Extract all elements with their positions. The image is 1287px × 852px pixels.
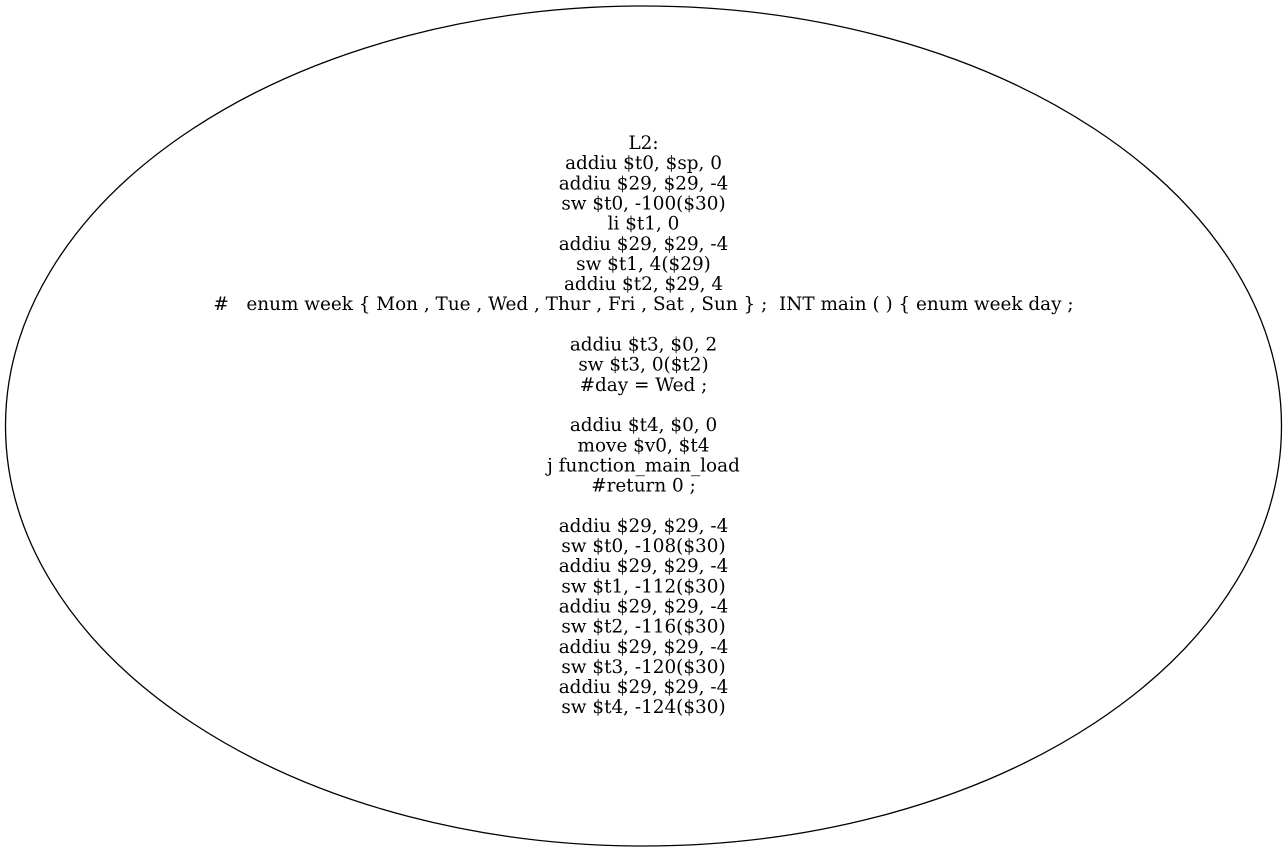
node-text-line: addiu $t3, $0, 2 (570, 335, 717, 356)
node-text-line: #day = Wed ; (580, 375, 708, 396)
node-text-line: # enum week { Mon , Tue , Wed , Thur , F… (213, 294, 1073, 315)
node-text-line: sw $t4, -124($30) (561, 697, 725, 718)
node-text-line: sw $t1, 4($29) (576, 254, 711, 275)
node-text-line: addiu $29, $29, -4 (559, 596, 729, 617)
node-text-line: addiu $t2, $29, 4 (564, 274, 723, 295)
node-text-line: sw $t0, -108($30) (561, 536, 725, 557)
node-text-line: j function_main_load (545, 455, 740, 476)
node-text-line: addiu $29, $29, -4 (559, 516, 729, 537)
node-text-line: #return 0 ; (591, 476, 696, 497)
node-text-line: addiu $29, $29, -4 (559, 173, 729, 194)
node-text-line: addiu $29, $29, -4 (559, 234, 729, 255)
node-text-line: sw $t2, -116($30) (561, 617, 725, 638)
node-text-line: sw $t3, -120($30) (561, 657, 725, 678)
node-text-line: addiu $29, $29, -4 (559, 677, 729, 698)
node-text-line: addiu $t4, $0, 0 (570, 415, 717, 436)
node-text-line: li $t1, 0 (608, 214, 680, 235)
node-text-line: sw $t1, -112($30) (561, 576, 725, 597)
node-text-line: sw $t0, -100($30) (561, 193, 725, 214)
node-ellipse (4, 5, 1283, 847)
node-text-line: sw $t3, 0($t2) (578, 355, 708, 376)
node-text-line: addiu $t0, $sp, 0 (565, 153, 722, 174)
node-text-line: addiu $29, $29, -4 (559, 556, 729, 577)
node-text-line: L2: (628, 133, 658, 154)
node-text-line: addiu $29, $29, -4 (559, 637, 729, 658)
node-text-line: move $v0, $t4 (578, 435, 710, 456)
